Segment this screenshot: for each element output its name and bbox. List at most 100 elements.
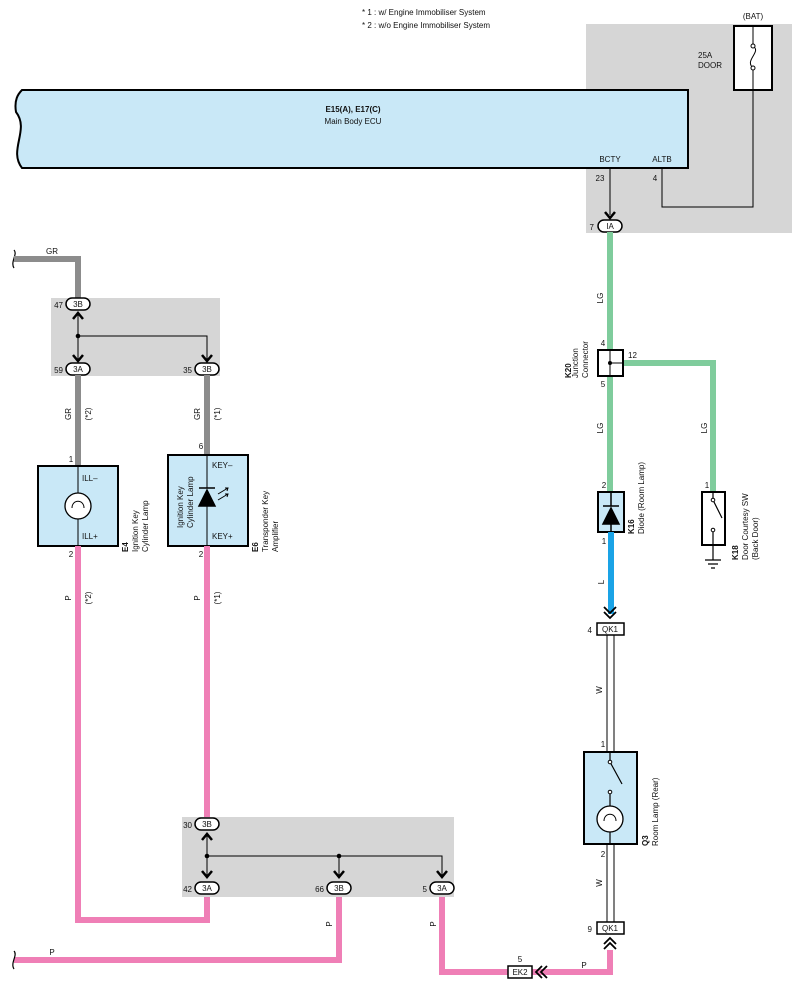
- bulb-icon: [596, 805, 624, 833]
- pin-altb-number: 4: [653, 174, 658, 183]
- k20-pin-bot: 5: [601, 380, 606, 389]
- e4-name2: Cylinder Lamp: [141, 500, 150, 552]
- k18-code: K18: [731, 545, 740, 560]
- wire-p-label-out: P: [49, 948, 54, 957]
- connector-3b-66: [326, 881, 352, 895]
- wire-gr-label-e6: GR: [193, 408, 202, 420]
- wire-lg-label-1: LG: [596, 293, 605, 304]
- pin-bcty-label: BCTY: [599, 155, 621, 164]
- wire-p-ek2: [439, 897, 613, 975]
- connector-qk1-top-code: QK1: [602, 625, 619, 634]
- wire-w-lower: [606, 844, 615, 922]
- wire-w-label-1: W: [595, 686, 604, 694]
- connector-ek2-code: EK2: [512, 968, 528, 977]
- e4-pin-top: 1: [69, 455, 74, 464]
- wire-p-label-e4: P: [64, 595, 73, 600]
- k20-code: K20: [564, 363, 573, 378]
- e4-code: E4: [121, 542, 130, 552]
- q3-pin-top: 1: [601, 740, 606, 749]
- switch-icon: [712, 492, 723, 560]
- q3-pin-bot: 2: [601, 850, 606, 859]
- led-icon: [197, 487, 217, 507]
- wire-break-icon: [12, 950, 16, 970]
- k16-name: Diode (Room Lamp): [637, 462, 646, 534]
- connector-3b-35-code: 3B: [202, 365, 212, 374]
- wire-p-e4: [75, 546, 210, 923]
- e4-name1: Ignition Key: [131, 510, 140, 552]
- diode-icon: [601, 492, 621, 532]
- e6-pin-top: 6: [199, 442, 204, 451]
- pin-altb-label: ALTB: [652, 155, 671, 164]
- connector-qk1-bottom-pin: 9: [588, 925, 593, 934]
- connector-3a-42: [194, 881, 220, 895]
- ecu-title: E15(A), E17(C): [325, 105, 380, 114]
- connector-3a-59-pin: 59: [54, 366, 63, 375]
- k20-name1: Junction: [571, 348, 580, 378]
- bulb-icon: [64, 492, 92, 520]
- wire-gr-label-in: GR: [46, 247, 58, 256]
- connector-qk1-top-pin: 4: [588, 626, 593, 635]
- connector-ek2-pin: 5: [518, 955, 523, 964]
- e4-term-top: ILL–: [82, 474, 98, 483]
- junction-region-bottom: [182, 817, 454, 897]
- e4-pin-bot: 2: [69, 550, 74, 559]
- connector-qk1-top: [596, 622, 625, 636]
- wire-gr-star-e6: (*1): [213, 407, 222, 420]
- fuse-amp: 25A: [698, 51, 713, 60]
- k18-name1: Door Courtesy SW: [741, 493, 750, 560]
- connector-qk1-bottom: [596, 921, 625, 935]
- room-lamp-switch-icon: [609, 752, 623, 844]
- e6-inner1: Ignition Key: [176, 486, 185, 528]
- k16-pin-bot: 1: [602, 537, 607, 546]
- k20-pin-right: 12: [628, 351, 637, 360]
- connector-ia-code: IA: [606, 222, 614, 231]
- connector-3b-30-pin: 30: [183, 821, 192, 830]
- k20-pin-top: 4: [601, 339, 606, 348]
- ecu-name: Main Body ECU: [325, 117, 382, 126]
- note-star1: * 1 : w/ Engine Immobiliser System: [362, 8, 486, 17]
- connector-3a-59-code: 3A: [73, 365, 83, 374]
- connector-qk1-bottom-code: QK1: [602, 924, 619, 933]
- connector-3b-30: [194, 817, 220, 831]
- wire-gr-in: [14, 256, 81, 298]
- connector-ek2: [507, 965, 533, 979]
- connector-arrow-icon: [534, 965, 548, 979]
- wire-l-label: L: [597, 579, 606, 584]
- connector-3a-42-code: 3A: [202, 884, 212, 893]
- e6-term-bot: KEY+: [212, 532, 233, 541]
- wire-w-upper: [606, 635, 615, 752]
- k18-pin-top: 1: [705, 481, 710, 490]
- wire-gr-label-e4: GR: [64, 408, 73, 420]
- k20-name2: Connector: [581, 341, 590, 378]
- note-star2: * 2 : w/o Engine Immobiliser System: [362, 21, 490, 30]
- connector-3a-5-code: 3A: [437, 884, 447, 893]
- wire-p-star-e6: (*1): [213, 591, 222, 604]
- wire-p-label-5: P: [429, 921, 438, 926]
- wire-w-label-2: W: [595, 879, 604, 887]
- q3-code: Q3: [641, 835, 650, 846]
- connector-3b-66-pin: 66: [315, 885, 324, 894]
- e6-pin-bot: 2: [199, 550, 204, 559]
- connector-3a-5: [429, 881, 455, 895]
- wire-p-label-ek2: P: [581, 961, 586, 970]
- q3-name: Room Lamp (Rear): [651, 777, 660, 846]
- connector-arrow-icon: [603, 606, 617, 620]
- wire-lg-branch: [623, 360, 716, 492]
- connector-ia-pin: 7: [590, 223, 595, 232]
- connector-3b-35-pin: 35: [183, 366, 192, 375]
- ground-icon: [705, 559, 721, 569]
- pin-bcty-number: 23: [596, 174, 605, 183]
- wire-lg-label-3: LG: [700, 423, 709, 434]
- fuse-name: DOOR: [698, 61, 722, 70]
- main-body-ecu: [14, 89, 689, 169]
- e6-code: E6: [251, 542, 260, 552]
- wire-p-label-66: P: [325, 921, 334, 926]
- connector-3b-30-code: 3B: [202, 820, 212, 829]
- connector-arrow-icon: [603, 936, 617, 950]
- wire-p-out: [14, 897, 342, 963]
- connector-3a-5-pin: 5: [423, 885, 428, 894]
- connector-3b-47: [65, 297, 91, 311]
- k16-code: K16: [627, 519, 636, 534]
- wire-lg-label-2: LG: [596, 423, 605, 434]
